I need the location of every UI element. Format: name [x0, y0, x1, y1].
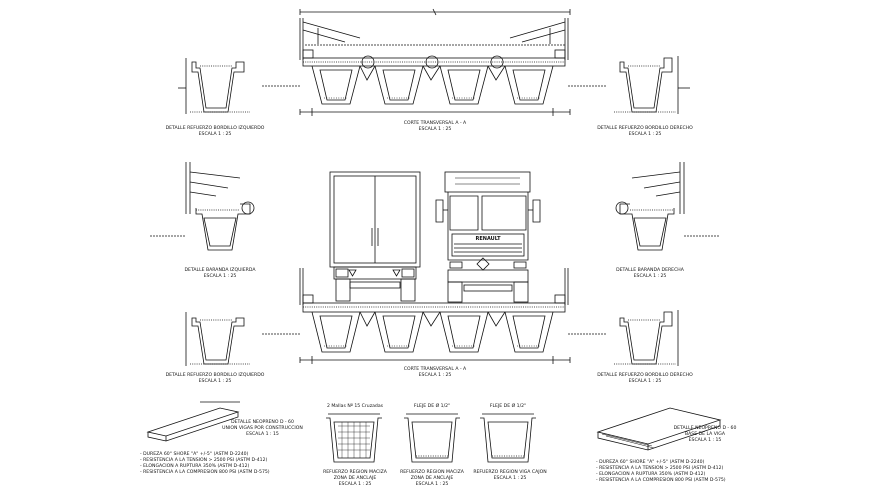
- detail-ml-title: DETALLE BARANDA IZQUIERDA: [184, 268, 256, 273]
- spec-right-4: - RESISTENCIA A LA COMPRESION 800 PSI (A…: [596, 478, 726, 483]
- neoprene-left-scale: ESCALA 1 : 15: [246, 432, 279, 437]
- beam2-top-text: FLEJE DE Ø 1/2": [413, 404, 451, 409]
- spec-left-1: - DUREZA 60° SHORE "A" +/-5° (ASTM D-224…: [140, 452, 249, 457]
- detail-mr-scale: ESCALA 1 : 25: [633, 274, 667, 279]
- detail-railing-right: [615, 162, 720, 251]
- detail-mr-label: DETALLE BARANDA DERECHA ESCALA 1 : 25: [600, 268, 700, 280]
- truck-brand: RENAULT: [475, 236, 501, 242]
- truck-rear-view: [329, 171, 421, 302]
- detail-tr-label: DETALLE REFUERZO BORDILLO DERECHO ESCALA…: [590, 126, 700, 138]
- detail-top-left: [178, 58, 250, 114]
- detail-br-label: DETALLE REFUERZO BORDILLO DERECHO ESCALA…: [590, 373, 700, 385]
- beam-detail-2: [404, 413, 460, 463]
- neoprene-left-sub: UNION VIGAS POR CONSTRUCCION: [222, 426, 303, 431]
- beam2-title: REFUERZO REGION MACIZA: [400, 470, 464, 475]
- beam3-title: REFUERZO REGION VIGA CAJON: [473, 470, 547, 475]
- beam-detail-1: [326, 413, 382, 463]
- beam1-label: REFUERZO REGION MACIZA ZONA DE ANCLAJE E…: [318, 470, 392, 488]
- top-section-title-text: CORTE TRANSVERSAL A - A: [403, 121, 467, 126]
- beam1-title: REFUERZO REGION MACIZA: [323, 470, 387, 475]
- beam3-top-text: FLEJE DE Ø 1/2": [489, 404, 527, 409]
- detail-tr-title: DETALLE REFUERZO BORDILLO DERECHO: [597, 126, 693, 131]
- spec-left-4: - RESISTENCIA A LA COMPRESION 800 PSI (A…: [140, 470, 270, 475]
- bottom-cross-section: [262, 268, 606, 364]
- beam1-top-text: 2 Mallas Nº 15 Cruzadas: [326, 404, 384, 409]
- spec-left-3: - ELONGACION A RUPTURA 350% (ASTM D-412): [140, 464, 250, 469]
- beam3-scale: ESCALA 1 : 25: [493, 476, 527, 481]
- beam2-sub: ZONA DE ANCLAJE: [410, 476, 454, 481]
- truck-front-view: [435, 171, 541, 303]
- neoprene-right-scale: ESCALA 1 : 15: [688, 438, 722, 443]
- detail-tl-scale: ESCALA 1 : 25: [198, 132, 232, 137]
- beam-detail-3: [480, 413, 536, 463]
- beam2-top-label: FLEJE DE Ø 1/2": [402, 404, 462, 410]
- spec-right-1: - DUREZA 60° SHORE "A" +/-5° (ASTM D-224…: [596, 460, 705, 465]
- neoprene-left-label: DETALLE NEOPRENO D - 60 UNION VIGAS POR …: [215, 420, 310, 438]
- detail-mr-title: DETALLE BARANDA DERECHA: [616, 268, 684, 273]
- top-cross-section: [262, 8, 606, 116]
- top-section-scale: ESCALA 1 : 25: [418, 127, 452, 132]
- detail-bottom-right: [614, 310, 679, 366]
- neoprene-right-label: DETALLE NEOPRENO D - 60 BASE DE LA VIGA …: [660, 426, 750, 444]
- beam1-sub: ZONA DE ANCLAJE: [333, 476, 377, 481]
- neoprene-pad-right: [596, 407, 722, 451]
- detail-tl-title: DETALLE REFUERZO BORDILLO IZQUIERDO: [165, 126, 265, 131]
- detail-railing-left: [150, 162, 255, 251]
- spec-left-2: - RESISTENCIA A LA TENSION > 2500 PSI (A…: [140, 458, 268, 463]
- specs-left: - DUREZA 60° SHORE "A" +/-5° (ASTM D-224…: [140, 452, 270, 476]
- top-section-title: CORTE TRANSVERSAL A - A ESCALA 1 : 25: [385, 121, 485, 133]
- detail-tr-scale: ESCALA 1 : 25: [628, 132, 662, 137]
- bottom-section-title-text: CORTE TRANSVERSAL A - A: [403, 367, 467, 372]
- detail-bl-title: DETALLE REFUERZO BORDILLO IZQUIERDO: [165, 373, 265, 378]
- spec-right-3: - ELONGACION A RUPTURA 350% (ASTM D-412): [596, 472, 706, 477]
- beam3-top-label: FLEJE DE Ø 1/2": [478, 404, 538, 410]
- detail-bl-scale: ESCALA 1 : 25: [198, 379, 232, 384]
- detail-top-right: [614, 56, 690, 114]
- specs-right: - DUREZA 60° SHORE "A" +/-5° (ASTM D-224…: [596, 460, 726, 484]
- detail-ml-scale: ESCALA 1 : 25: [203, 274, 237, 279]
- beam3-label: REFUERZO REGION VIGA CAJON ESCALA 1 : 25: [470, 470, 550, 482]
- neoprene-pad-left: [146, 401, 240, 442]
- bottom-section-title: CORTE TRANSVERSAL A - A ESCALA 1 : 25: [385, 367, 485, 379]
- detail-bottom-left: [185, 312, 250, 366]
- spec-right-2: - RESISTENCIA A LA TENSION > 2500 PSI (A…: [596, 466, 724, 471]
- detail-br-scale: ESCALA 1 : 25: [628, 379, 662, 384]
- beam1-scale: ESCALA 1 : 25: [338, 482, 372, 487]
- beam2-scale: ESCALA 1 : 25: [415, 482, 449, 487]
- detail-bl-label: DETALLE REFUERZO BORDILLO IZQUIERDO ESCA…: [160, 373, 270, 385]
- beam1-top-label: 2 Mallas Nº 15 Cruzadas: [320, 404, 390, 410]
- neoprene-left-title: DETALLE NEOPRENO D - 60: [231, 420, 294, 425]
- detail-ml-label: DETALLE BARANDA IZQUIERDA ESCALA 1 : 25: [170, 268, 270, 280]
- detail-tl-label: DETALLE REFUERZO BORDILLO IZQUIERDO ESCA…: [160, 126, 270, 138]
- neoprene-right-sub: BASE DE LA VIGA: [685, 432, 725, 437]
- bottom-section-scale: ESCALA 1 : 25: [418, 373, 452, 378]
- beam2-label: REFUERZO REGION MACIZA ZONA DE ANCLAJE E…: [395, 470, 469, 488]
- neoprene-right-title: DETALLE NEOPRENO D - 60: [673, 426, 737, 431]
- detail-br-title: DETALLE REFUERZO BORDILLO DERECHO: [597, 373, 693, 378]
